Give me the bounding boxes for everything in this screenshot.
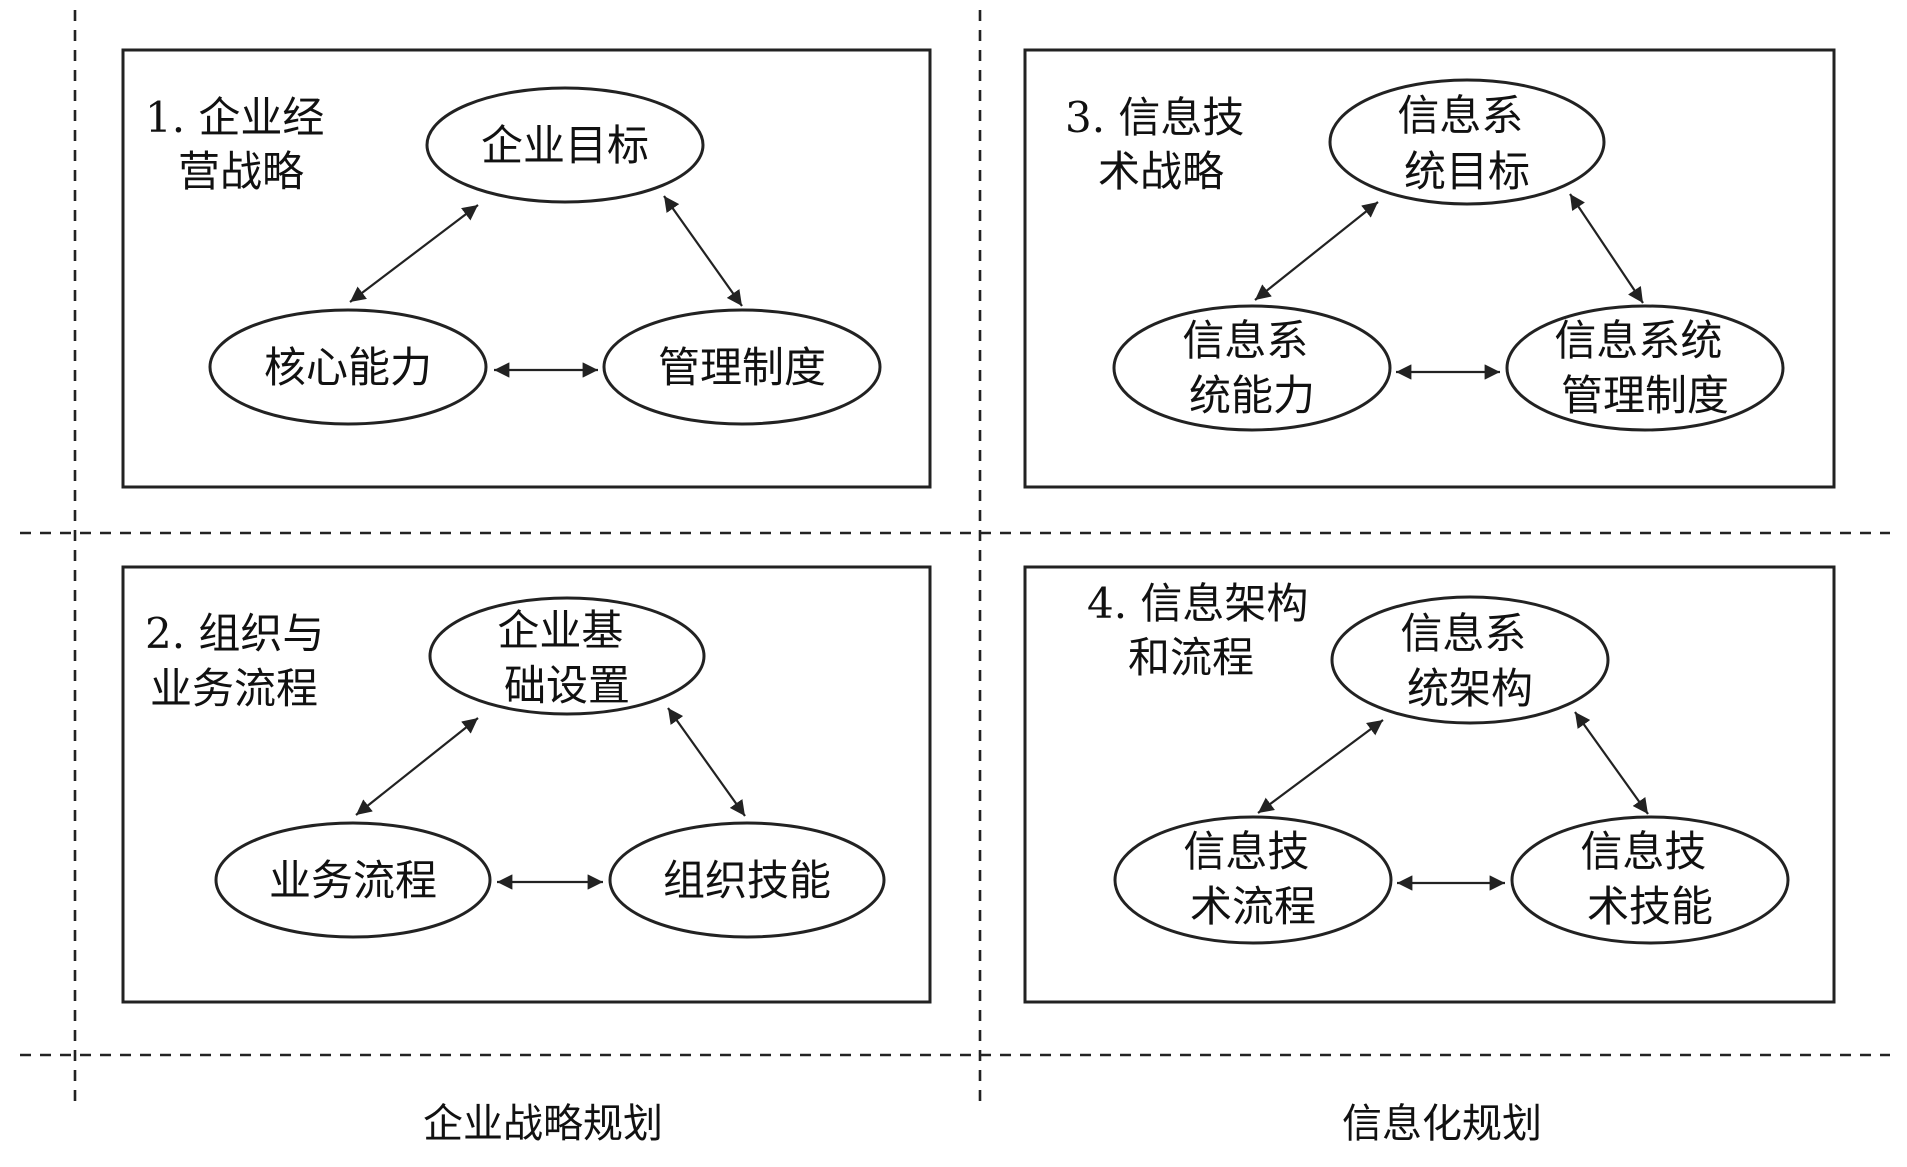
node-left-label: 信息系 统能力 (1182, 316, 1321, 420)
node-top (1330, 595, 1610, 725)
node-right-label: 组织技能 (663, 856, 831, 905)
node-label-line: 企业基 (497, 606, 623, 655)
node-right-label: 信息系统 管理制度 (1554, 316, 1735, 420)
node-label-line: 企业目标 (481, 121, 649, 170)
node-top (1328, 78, 1606, 206)
panel-organization-process: 2. 组织与 业务流程 企业基 础设置 业务流程 组织技能 (121, 565, 932, 1004)
panel-title-line: 3. 信息技 (1065, 93, 1244, 142)
node-top-label: 企业目标 (481, 121, 649, 170)
panel-title-line: 2. 组织与 (145, 609, 324, 658)
node-right (602, 308, 882, 426)
node-left (1112, 304, 1392, 432)
panel-info-architecture: 4. 信息架构 和流程 信息系 统架构 信息技 术流程 信息技 术技能 (1023, 565, 1836, 1004)
node-label-line: 信息系 (1400, 609, 1526, 658)
node-left-label: 核心能力 (264, 343, 432, 392)
arrow-top-left (349, 204, 479, 303)
node-label-line: 术流程 (1190, 882, 1316, 931)
node-top-label: 信息系 统目标 (1397, 91, 1536, 196)
node-top-label: 信息系 统架构 (1400, 609, 1539, 713)
panel-title: 4. 信息架构 和流程 (1087, 579, 1322, 682)
node-left (1113, 815, 1393, 945)
node-right-label: 管理制度 (658, 343, 826, 392)
arrow-top-right (663, 195, 743, 307)
node-label-line: 信息技 (1580, 827, 1706, 876)
node-right (608, 821, 886, 939)
node-label-line: 组织技能 (663, 856, 831, 905)
node-label-line: 信息系统 (1554, 316, 1722, 365)
node-top (425, 86, 705, 204)
panel-title: 2. 组织与 业务流程 (145, 609, 338, 713)
node-left (214, 821, 492, 939)
node-label-line: 信息系 (1182, 316, 1308, 365)
arrow-top-left (355, 717, 479, 816)
arrow-top-right (667, 707, 746, 817)
panel-title-line: 术战略 (1098, 147, 1224, 196)
node-label-line: 术技能 (1587, 882, 1713, 931)
node-label-line: 核心能力 (264, 343, 432, 392)
arrow-top-right (1574, 711, 1649, 815)
panel-title-line: 4. 信息架构 (1087, 579, 1308, 628)
node-label-line: 信息技 (1183, 827, 1309, 876)
panel-it-strategy: 3. 信息技 术战略 信息系 统目标 信息系 统能力 信息系统 管理制度 (1023, 48, 1836, 489)
node-top-label: 企业基 础设置 (497, 606, 636, 710)
node-label-line: 管理制度 (658, 343, 826, 392)
node-top (428, 596, 706, 716)
panel-title: 3. 信息技 术战略 (1065, 93, 1258, 196)
node-label-line: 统目标 (1404, 147, 1530, 196)
node-right (1510, 815, 1790, 945)
panel-title-line: 业务流程 (150, 664, 318, 713)
panel-title: 1. 企业经 营战略 (145, 93, 338, 196)
node-left-label: 信息技 术流程 (1183, 827, 1322, 931)
caption-enterprise-strategy-planning: 企业战略规划 (423, 1101, 663, 1147)
panel-title-line: 和流程 (1128, 633, 1254, 682)
node-left (208, 308, 488, 426)
panel-enterprise-strategy: 1. 企业经 营战略 企业目标 核心能力 管理制度 (121, 48, 932, 489)
arrow-top-left (1257, 719, 1384, 814)
panel-title-line: 1. 企业经 (145, 93, 324, 142)
node-label-line: 统能力 (1189, 371, 1315, 420)
node-right-label: 信息技 术技能 (1580, 827, 1719, 931)
node-label-line: 信息系 (1397, 91, 1523, 140)
node-right (1505, 304, 1785, 432)
node-label-line: 管理制度 (1561, 371, 1729, 420)
arrow-top-left (1254, 201, 1379, 301)
node-left-label: 业务流程 (269, 856, 437, 905)
node-label-line: 业务流程 (269, 856, 437, 905)
arrow-top-right (1569, 193, 1644, 304)
caption-informatization-planning: 信息化规划 (1342, 1101, 1542, 1147)
panel-title-line: 营战略 (178, 147, 304, 196)
node-label-line: 统架构 (1407, 664, 1533, 713)
node-label-line: 础设置 (504, 661, 630, 710)
